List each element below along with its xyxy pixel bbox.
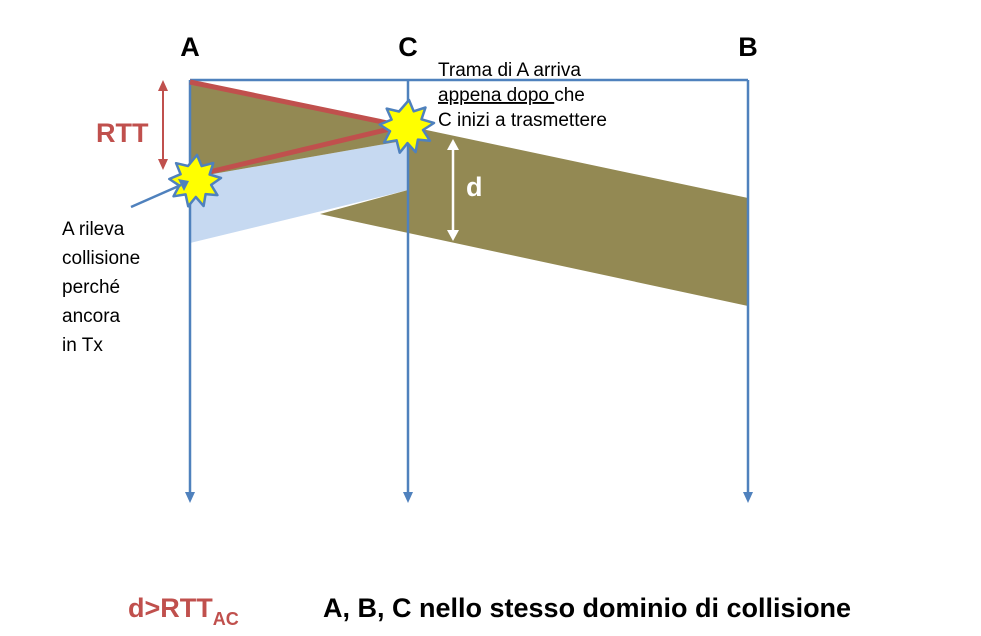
rtt-label: RTT xyxy=(96,118,149,148)
note-a-pointer-arrowhead xyxy=(178,179,189,191)
rtt-span-arrowhead-top xyxy=(158,80,168,91)
note-c-line-1: Trama di A arriva xyxy=(438,60,581,81)
note-a-line-2: collisione xyxy=(62,248,140,269)
d-label: d xyxy=(466,172,483,202)
note-c-underlined: appena dopo xyxy=(438,85,554,106)
note-c-line-2: appena dopo che xyxy=(438,85,585,106)
frame-c-band xyxy=(190,140,408,243)
note-a-line-4: ancora xyxy=(62,306,121,327)
collision-star-a-icon xyxy=(168,153,223,208)
note-a-line-1: A rileva xyxy=(62,219,125,240)
note-c-line-3: C inizi a trasmettere xyxy=(438,110,607,131)
frame-a-band xyxy=(190,80,748,306)
timeline-c-arrowhead xyxy=(403,492,413,503)
station-label-b: B xyxy=(738,32,758,62)
rtt-span-arrowhead-bottom xyxy=(158,159,168,170)
note-a-line-5: in Tx xyxy=(62,335,103,356)
note-c-rest: che xyxy=(554,85,585,106)
timeline-b-arrowhead xyxy=(743,492,753,503)
rtt-path-return xyxy=(204,123,403,176)
station-label-a: A xyxy=(180,32,200,62)
timeline-a-arrowhead xyxy=(185,492,195,503)
caption-formula-main: d>RTT xyxy=(128,593,213,623)
d-span-arrowhead-top xyxy=(447,139,459,150)
caption-formula-sub: AC xyxy=(213,609,239,629)
collision-star-c-icon xyxy=(378,98,436,154)
caption-formula: d>RTTAC xyxy=(128,593,239,629)
d-span-arrowhead-bottom xyxy=(447,230,459,241)
station-label-c: C xyxy=(398,32,418,62)
rtt-path-forward xyxy=(189,79,403,129)
note-a-pointer xyxy=(130,183,182,209)
caption-text: A, B, C nello stesso dominio di collisio… xyxy=(323,593,851,623)
note-a-line-3: perché xyxy=(62,277,120,298)
